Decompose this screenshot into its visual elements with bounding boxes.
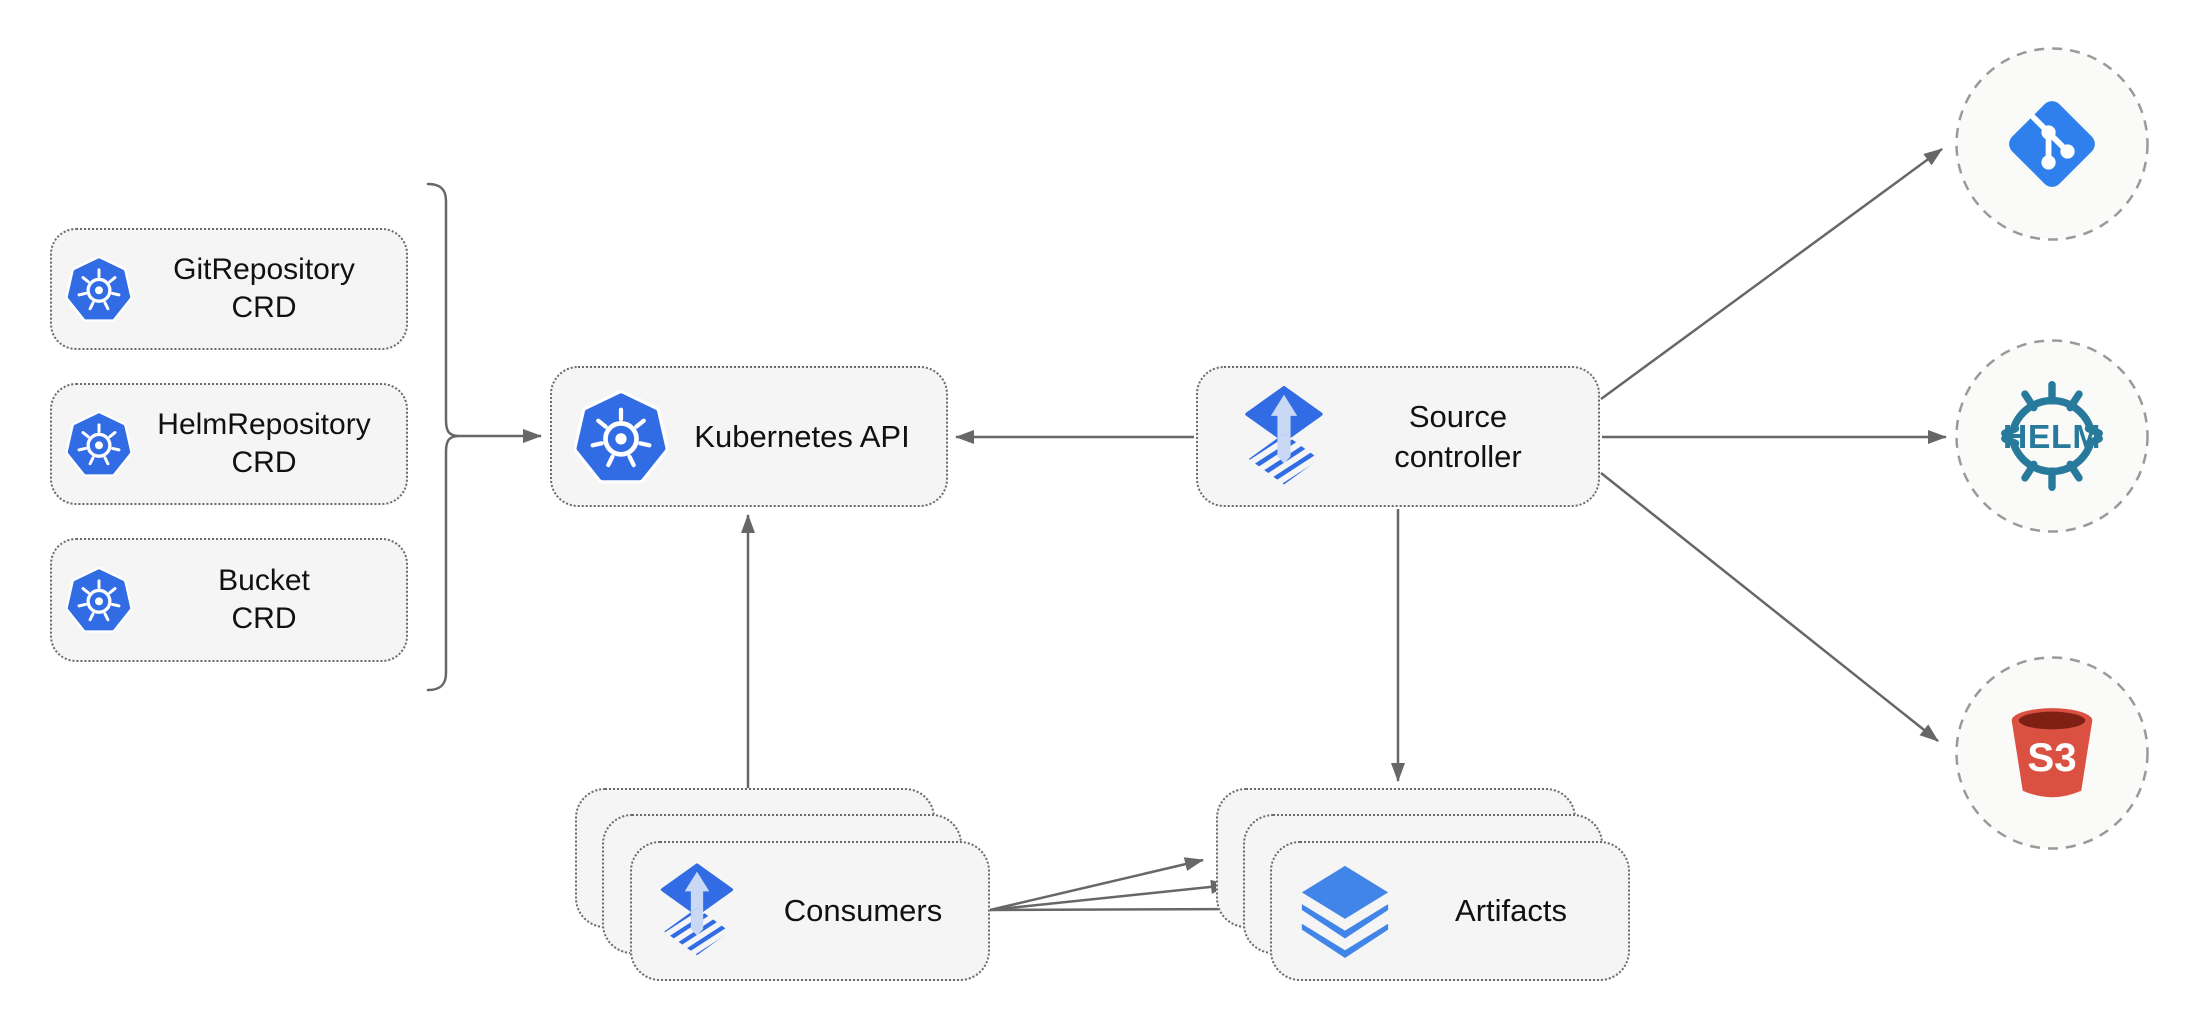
connector-consumers-to-artifacts-3 — [989, 902, 1257, 917]
kubernetes-icon — [66, 256, 132, 322]
layers-icon — [1296, 862, 1394, 960]
node-label: Kubernetes API — [694, 418, 910, 454]
kubernetes-icon — [574, 390, 668, 484]
node-label: Source controller — [1394, 398, 1522, 474]
connector-consumers-to-artifacts-1 — [989, 857, 1204, 912]
node-label: Artifacts — [1455, 893, 1567, 928]
s3-bucket-icon: S3 — [2011, 708, 2093, 798]
helm-label: HELM — [2003, 418, 2101, 456]
connector-source-to-s3 — [1600, 472, 1939, 742]
node-consumers: Consumers — [630, 841, 990, 981]
connector-source-to-git — [1600, 147, 1943, 401]
node-kubernetes-api: Kubernetes API — [550, 366, 948, 507]
kubernetes-icon — [66, 411, 132, 477]
node-helmrepository-crd: HelmRepository CRD — [50, 383, 408, 505]
node-git-endpoint — [1953, 45, 2151, 243]
node-label: HelmRepository CRD — [157, 407, 371, 479]
node-label: Consumers — [783, 893, 943, 928]
helm-icon: HELM — [2001, 380, 2103, 492]
node-bucket-crd: Bucket CRD — [50, 538, 408, 662]
node-s3-endpoint: S3 — [1953, 654, 2151, 852]
node-gitrepository-crd: GitRepository CRD — [50, 228, 408, 350]
connector-consumers-to-artifacts-2 — [989, 879, 1230, 912]
node-helm-endpoint: HELM — [1953, 337, 2151, 535]
flux-icon — [656, 863, 738, 959]
git-icon — [2009, 101, 2095, 187]
node-label: Bucket CRD — [218, 563, 310, 635]
node-source-controller: Source controller — [1196, 366, 1600, 507]
node-label: GitRepository CRD — [173, 252, 355, 324]
s3-label: S3 — [2027, 735, 2076, 780]
flux-icon — [1240, 386, 1328, 488]
node-artifacts: Artifacts — [1270, 841, 1630, 981]
kubernetes-icon — [66, 567, 132, 633]
crd-group-bracket — [426, 182, 460, 692]
